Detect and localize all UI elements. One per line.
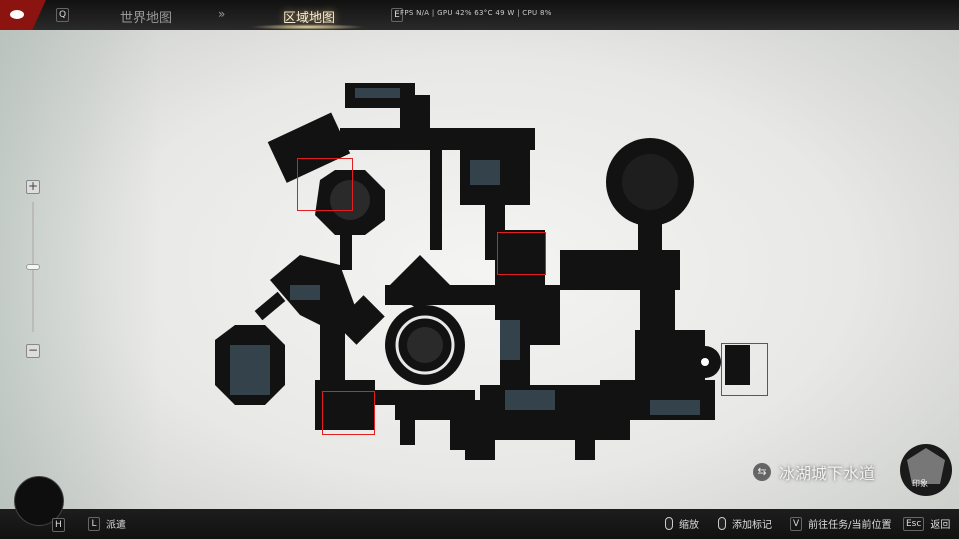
back-button[interactable]: Esc 返回 [903,516,950,531]
character-avatar[interactable] [14,476,64,526]
chevron-right-icon: » [218,7,226,21]
add-marker-label: 添加标记 [732,520,772,531]
top-bar: Q 世界地图 » 区域地图 E FPS N/A | GPU 42% 63°C 4… [0,0,959,30]
zoom-hint-label: 缩放 [679,520,699,531]
marker-highlight[interactable] [497,232,546,275]
swap-icon[interactable]: ⇆ [753,463,771,481]
marker-highlight[interactable] [322,391,375,435]
cpu-text: CPU 8% [522,9,552,17]
zoom-in-button[interactable]: + [26,179,40,194]
location-name: 冰湖城下水道 [779,464,876,483]
add-marker-hint[interactable]: 添加标记 [718,516,772,531]
key-hint-v: V [790,516,803,531]
goto-label: 前往任务/当前位置 [808,520,892,531]
back-label: 返回 [930,520,951,531]
game-logo[interactable] [0,0,46,30]
mouse-right-click-icon [718,517,726,530]
compass-widget[interactable] [898,442,954,498]
marker-highlight[interactable] [297,158,353,211]
key-hint-e: E [391,8,403,22]
location-label[interactable]: ⇆ 冰湖城下水道 [753,460,875,484]
tab-world-map[interactable]: 世界地图 [120,11,173,26]
mouse-scroll-icon [665,517,673,530]
active-tab-glow [250,24,365,30]
key-hint-esc: Esc [903,516,925,531]
dispatch-label: 派遣 [106,520,126,531]
zoom-hint: 缩放 [665,516,699,531]
fps-text: FPS N/A [400,9,430,17]
key-hint-h: H [52,518,65,532]
bottom-bar: L 派遣 缩放 添加标记 V 前往任务/当前位置 Esc 返回 [0,509,959,539]
eye-icon [10,10,24,19]
dispatch-button[interactable]: L 派遣 [88,516,126,531]
key-hint-q: Q [56,8,70,22]
marker-highlight[interactable] [721,343,768,396]
gpu-text: GPU 42% 63°C 49 W [437,9,515,17]
goto-button[interactable]: V 前往任务/当前位置 [790,516,892,531]
perf-overlay: FPS N/A | GPU 42% 63°C 49 W | CPU 8% [400,9,552,17]
zoom-out-button[interactable]: − [26,343,40,358]
key-hint-l: L [88,516,100,531]
zoom-slider[interactable]: + − [24,180,42,360]
tab-region-map[interactable]: 区域地图 [283,11,336,26]
zoom-thumb[interactable] [26,264,40,270]
compass-label: 印象 [912,479,928,488]
